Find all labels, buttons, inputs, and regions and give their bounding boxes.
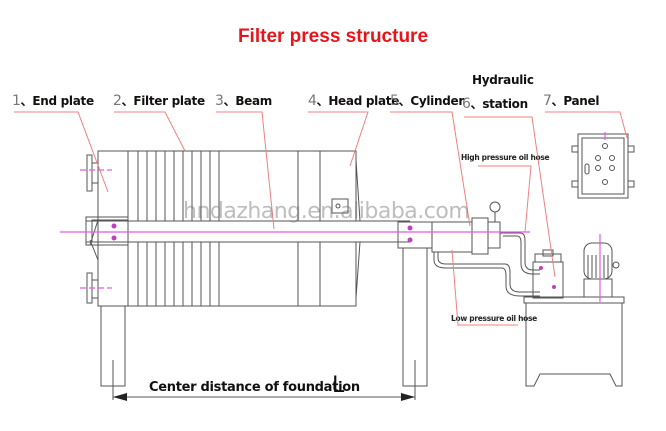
cylinder-body [431,221,473,253]
end-plate-nozzle-bottom [91,279,99,299]
label-low-pressure-hose: Low pressure oil hose [451,314,537,323]
label-text: station [482,97,528,111]
label-text: Head plate [328,94,400,108]
label-cylinder: 5、Cylinder [390,92,464,109]
label-separator: 、 [316,94,329,108]
label-separator: 、 [223,94,236,108]
dimension-arrow-right [401,393,415,401]
label-high-pressure-hose: High pressure oil hose [461,153,550,162]
label-panel: 7、Panel [543,92,599,109]
high-pressure-hose [500,232,540,271]
label-number: 7 [543,93,552,109]
dimension-arrow-left [113,393,127,401]
label-hydraulic-top: Hydraulic [472,73,534,87]
label-hydraulic-station: 6、station [462,95,528,112]
station-top-plate [523,296,625,304]
label-separator: 、 [470,97,483,111]
label-number: 2 [113,93,122,109]
label-beam: 3、Beam [215,92,272,109]
label-number: 5 [390,93,399,109]
label-number: 4 [308,93,317,109]
bolt-markers [111,223,556,289]
oil-tank [525,303,623,387]
pressure-gauge [489,201,501,213]
filter-plates [137,151,321,306]
centerlines [60,132,606,302]
label-text: Panel [563,94,600,108]
label-end-plate: 1、End plate [12,92,94,109]
end-plate [97,150,129,307]
filter-plate-pack-bottom [127,241,299,307]
label-number: 1 [12,93,21,109]
label-text: Filter plate [133,94,205,108]
control-panel [577,133,629,199]
cylinder-flange [471,217,489,255]
label-separator: 、 [551,94,564,108]
label-separator: 、 [20,94,33,108]
watermark: hndazhang.en.alibaba.com [183,199,470,224]
dimension-label: Center distance of foundation [149,380,360,395]
label-text: Beam [235,94,272,108]
leader-lines [14,111,628,326]
label-text: Cylinder [410,94,464,108]
label-head-plate: 4、Head plate [308,92,399,109]
end-plate-flange-top [86,154,93,192]
head-plate-block [331,198,349,214]
end-plate-nozzle-top [91,162,99,184]
label-filter-plate: 2、Filter plate [113,92,205,109]
diagram-title: Filter press structure [237,26,429,47]
label-separator: 、 [398,94,411,108]
valve-block [532,261,564,299]
label-separator: 、 [121,94,134,108]
low-pressure-hose [437,252,540,293]
label-text: End plate [32,94,94,108]
head-plate-bottom [297,241,357,307]
label-number: 3 [215,93,224,109]
head-bracket [397,221,433,249]
dimension-symbol: L [332,373,345,398]
label-number: 6 [462,96,471,112]
